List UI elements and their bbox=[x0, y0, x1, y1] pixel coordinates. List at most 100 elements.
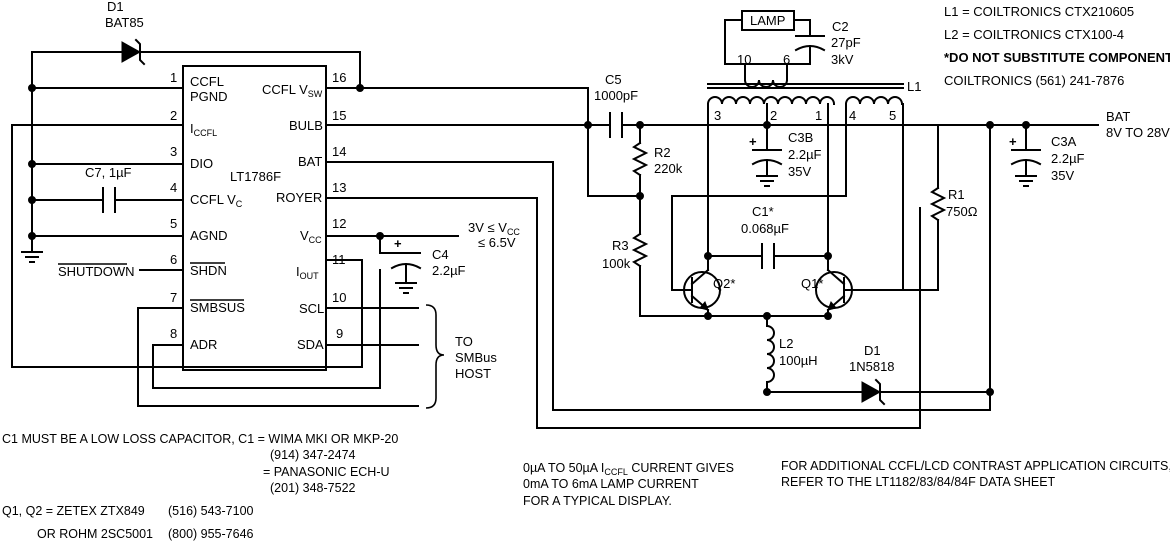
pin3-label: DIO bbox=[190, 156, 213, 171]
pin14-label: BAT bbox=[298, 154, 322, 169]
left-junctions bbox=[28, 84, 36, 240]
pin11-label: IOUT bbox=[296, 264, 319, 281]
svg-text:2: 2 bbox=[770, 108, 777, 123]
legend-warning: *DO NOT SUBSTITUTE COMPONENTS bbox=[944, 50, 1170, 65]
c7-label: C7, 1µF bbox=[85, 165, 132, 180]
svg-text:5: 5 bbox=[170, 216, 177, 231]
d1-1n5818-diode bbox=[861, 378, 991, 406]
left-wiring bbox=[11, 51, 419, 407]
svg-text:15: 15 bbox=[332, 108, 346, 123]
c2-rating: 3kV bbox=[831, 52, 854, 67]
r1-value: 750Ω bbox=[946, 204, 978, 219]
q1-ref: Q1* bbox=[801, 276, 823, 291]
svg-text:10: 10 bbox=[332, 290, 346, 305]
c3a-value: 2.2µF bbox=[1051, 151, 1085, 166]
c2-ref: C2 bbox=[832, 19, 849, 34]
c4-value: 2.2µF bbox=[432, 263, 466, 278]
r3-value: 100k bbox=[602, 256, 631, 271]
pin5-label: AGND bbox=[190, 228, 228, 243]
c3b-value: 2.2µF bbox=[788, 147, 822, 162]
q1-transistor bbox=[815, 255, 863, 317]
d1-bottom-ref: D1 bbox=[864, 343, 881, 358]
l1-ref: L1 bbox=[907, 79, 921, 94]
svg-text:6: 6 bbox=[783, 52, 790, 67]
note-q-line2b: (800) 955-7646 bbox=[168, 527, 254, 541]
note-q-line1a: Q1, Q2 = ZETEX ZTX849 bbox=[2, 504, 145, 518]
pin9-label: SDA bbox=[297, 337, 324, 352]
c4-ref: C4 bbox=[432, 247, 449, 262]
c1-ref: C1* bbox=[752, 204, 774, 219]
d1-bottom-value: 1N5818 bbox=[849, 359, 895, 374]
smbus-host: HOST bbox=[455, 366, 491, 381]
note-c1-line2: (914) 347-2474 bbox=[270, 448, 356, 462]
svg-text:7: 7 bbox=[170, 290, 177, 305]
smbus-to: TO bbox=[455, 334, 473, 349]
shutdown-label: SHUTDOWN bbox=[58, 264, 135, 279]
svg-text:5: 5 bbox=[889, 108, 896, 123]
svg-text:8: 8 bbox=[170, 326, 177, 341]
svg-text:4: 4 bbox=[849, 108, 856, 123]
r3-ref: R3 bbox=[612, 238, 629, 253]
ic-body bbox=[182, 65, 327, 371]
svg-text:12: 12 bbox=[332, 216, 346, 231]
legend-l1: L1 = COILTRONICS CTX210605 bbox=[944, 4, 1134, 19]
r2-value: 220k bbox=[654, 161, 683, 176]
svg-text:3: 3 bbox=[170, 144, 177, 159]
l2-value: 100µH bbox=[779, 353, 818, 368]
svg-text:13: 13 bbox=[332, 180, 346, 195]
d1-top-value: BAT85 bbox=[105, 15, 144, 30]
svg-text:10: 10 bbox=[737, 52, 751, 67]
note-q-line1b: (516) 543-7100 bbox=[168, 504, 254, 518]
pin13-label: ROYER bbox=[276, 190, 322, 205]
q2-ref: Q2* bbox=[713, 276, 735, 291]
r2-ref: R2 bbox=[654, 145, 671, 160]
c3a-rating: 35V bbox=[1051, 168, 1074, 183]
pin8-label: ADR bbox=[190, 337, 217, 352]
ic-right-wiring bbox=[325, 87, 991, 429]
legend-l2: L2 = COILTRONICS CTX100-4 bbox=[944, 27, 1124, 42]
note-current-2: 0mA TO 6mA LAMP CURRENT bbox=[523, 477, 699, 491]
r-junctions bbox=[636, 121, 644, 200]
note-c1-line1: C1 MUST BE A LOW LOSS CAPACITOR, C1 = WI… bbox=[2, 432, 398, 446]
c4-plus: + bbox=[394, 236, 402, 251]
bat-range: 8V TO 28V bbox=[1106, 125, 1170, 140]
c3b-rating: 35V bbox=[788, 164, 811, 179]
left-pin-numbers: 1 2 3 4 5 6 7 8 bbox=[170, 70, 177, 341]
pin15-label: BULB bbox=[289, 118, 323, 133]
q2-transistor bbox=[683, 255, 721, 317]
note-more-1: FOR ADDITIONAL CCFL/LCD CONTRAST APPLICA… bbox=[781, 459, 1170, 473]
svg-text:1: 1 bbox=[815, 108, 822, 123]
r1-ref: R1 bbox=[948, 187, 965, 202]
svg-text:1: 1 bbox=[170, 70, 177, 85]
note-c1-line4: (201) 348-7522 bbox=[270, 481, 356, 495]
bat-label: BAT bbox=[1106, 109, 1130, 124]
c5-ref: C5 bbox=[605, 72, 622, 87]
c3a-plus: + bbox=[1009, 134, 1017, 149]
c3a-ref: C3A bbox=[1051, 134, 1077, 149]
pin10-label: SCL bbox=[299, 301, 324, 316]
vcc-range-1: 3V ≤ VCC bbox=[468, 220, 520, 237]
note-current-3: FOR A TYPICAL DISPLAY. bbox=[523, 494, 672, 508]
note-c1-line3: = PANASONIC ECH-U bbox=[263, 465, 390, 479]
d1-bat85-diode bbox=[121, 38, 361, 89]
l1-pin-labels: 3 2 1 4 5 10 6 bbox=[714, 52, 896, 123]
note-current-1: 0µA TO 50µA ICCFL CURRENT GIVES bbox=[523, 461, 734, 477]
ic-right-junctions bbox=[356, 84, 592, 240]
pin16-label: CCFL VSW bbox=[262, 82, 323, 99]
note-q-line2a: OR ROHM 2SC5001 bbox=[37, 527, 153, 541]
smbus-smbus: SMBus bbox=[455, 350, 497, 365]
c3a-capacitor bbox=[1010, 124, 1042, 187]
svg-text:16: 16 bbox=[332, 70, 346, 85]
legend-phone: COILTRONICS (561) 241-7876 bbox=[944, 73, 1124, 88]
svg-text:14: 14 bbox=[332, 144, 346, 159]
pin2-label: ICCFL bbox=[190, 121, 217, 138]
c3b-plus: + bbox=[749, 134, 757, 149]
pin1-label: CCFL bbox=[190, 74, 224, 89]
feedback-wiring bbox=[671, 195, 904, 291]
smbus-brace bbox=[425, 304, 445, 409]
svg-text:3: 3 bbox=[714, 108, 721, 123]
ic-name: LT1786F bbox=[230, 169, 281, 184]
pin4-label: CCFL VC bbox=[190, 192, 243, 209]
d1-top-ref: D1 bbox=[107, 0, 124, 14]
